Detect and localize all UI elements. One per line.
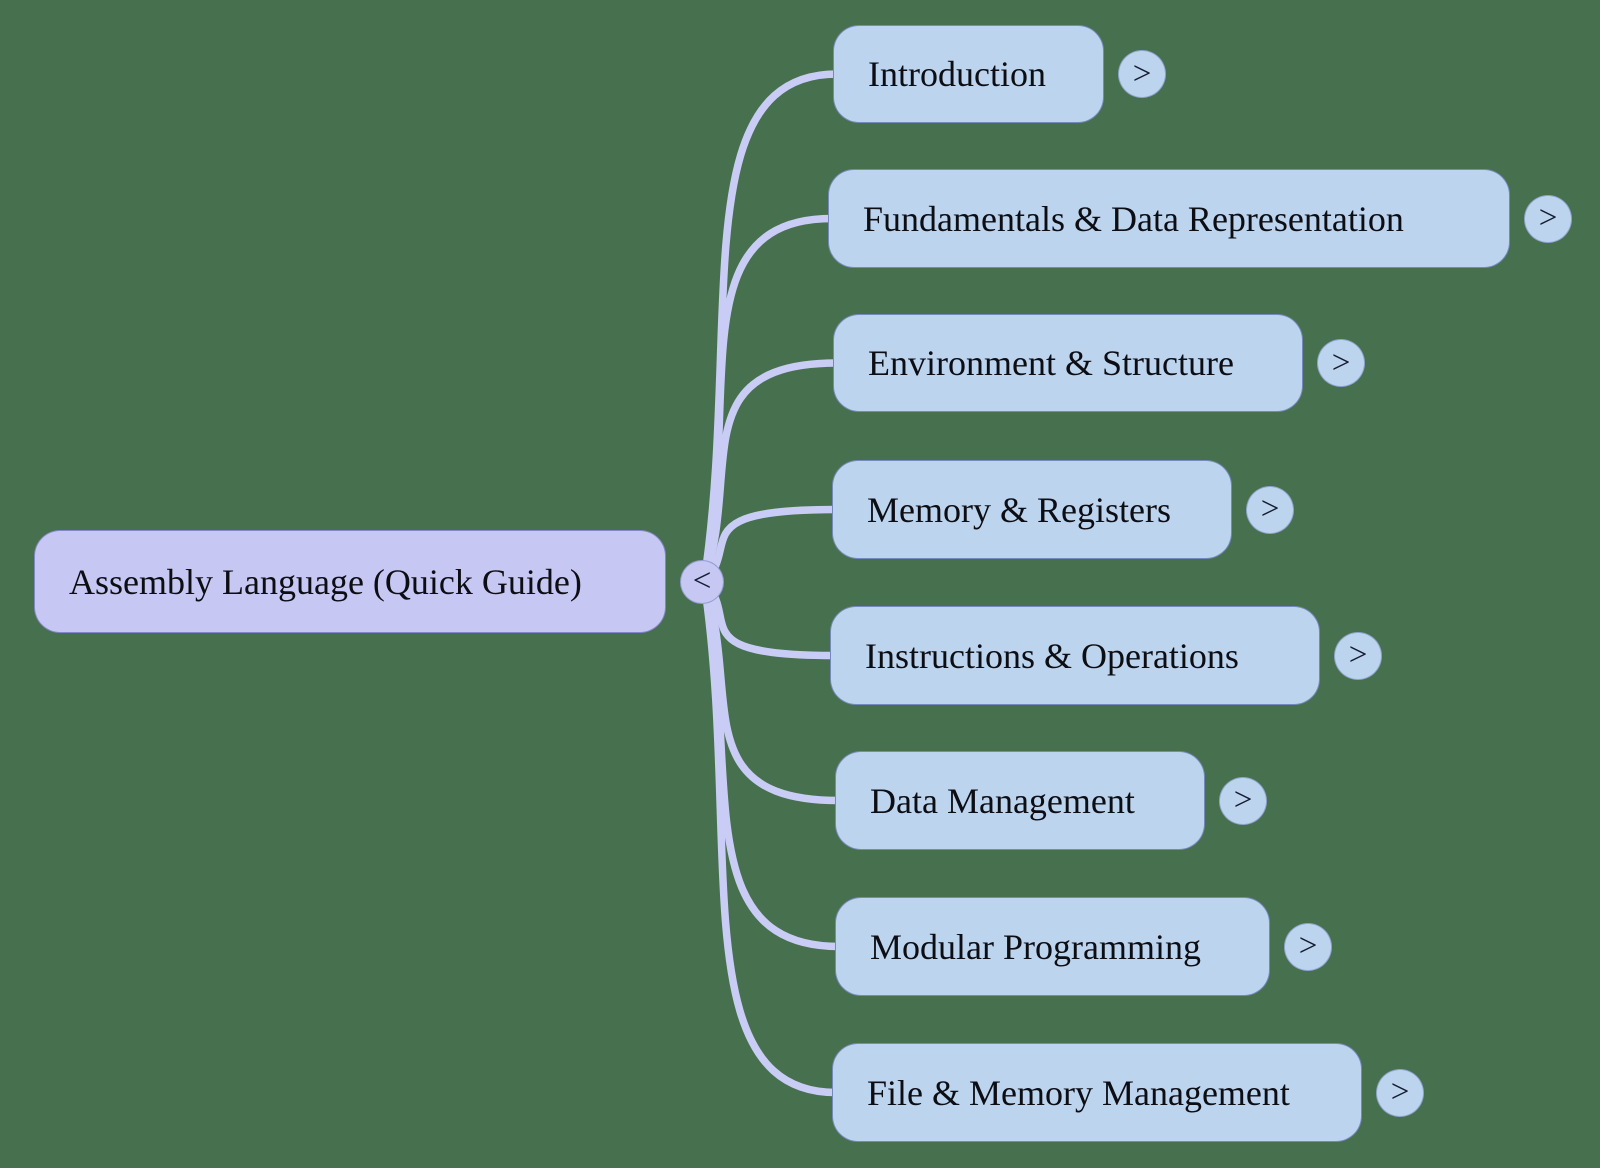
chevron-right-icon: >: [1260, 491, 1280, 527]
mindmap-node-file-memory: File & Memory Management >: [832, 1043, 1424, 1142]
node-label: Data Management: [870, 780, 1135, 821]
node-box[interactable]: Memory & Registers: [832, 460, 1232, 559]
expand-toggle-button[interactable]: >: [1317, 339, 1365, 387]
expand-toggle-button[interactable]: >: [1118, 50, 1166, 98]
mindmap-root-node: Assembly Language (Quick Guide) <: [34, 530, 724, 633]
mindmap-node-instructions: Instructions & Operations >: [830, 606, 1382, 705]
node-label: Memory & Registers: [867, 489, 1171, 530]
expand-toggle-button[interactable]: >: [1376, 1068, 1424, 1117]
expand-toggle-button[interactable]: >: [1334, 631, 1382, 680]
node-box[interactable]: Introduction: [833, 25, 1104, 123]
node-label: Introduction: [868, 54, 1046, 94]
node-box[interactable]: Data Management: [835, 751, 1205, 850]
chevron-right-icon: >: [1348, 637, 1368, 673]
node-box[interactable]: File & Memory Management: [832, 1043, 1362, 1142]
chevron-right-icon: >: [1132, 55, 1152, 92]
root-node-box[interactable]: Assembly Language (Quick Guide): [34, 530, 666, 633]
expand-toggle-button[interactable]: >: [1246, 485, 1294, 534]
mindmap-node-data-management: Data Management >: [835, 751, 1267, 850]
mindmap-node-introduction: Introduction >: [833, 25, 1166, 123]
node-box[interactable]: Modular Programming: [835, 897, 1270, 996]
expand-toggle-button[interactable]: >: [1219, 776, 1267, 825]
node-label: Modular Programming: [870, 926, 1201, 967]
node-label: Instructions & Operations: [865, 635, 1239, 676]
chevron-right-icon: >: [1331, 344, 1351, 381]
root-node-label: Assembly Language (Quick Guide): [69, 561, 582, 602]
chevron-right-icon: >: [1298, 928, 1318, 964]
connector: [700, 578, 840, 1097]
expand-toggle-button[interactable]: >: [1284, 922, 1332, 971]
node-label: Fundamentals & Data Representation: [863, 198, 1404, 239]
mindmap-node-fundamentals: Fundamentals & Data Representation >: [828, 169, 1572, 268]
mindmap-node-memory-registers: Memory & Registers >: [832, 460, 1294, 559]
node-box[interactable]: Instructions & Operations: [830, 606, 1320, 705]
chevron-right-icon: >: [1390, 1074, 1410, 1110]
mindmap-node-environment: Environment & Structure >: [833, 314, 1365, 412]
node-label: Environment & Structure: [868, 343, 1234, 383]
mindmap-node-modular-programming: Modular Programming >: [835, 897, 1332, 996]
chevron-right-icon: >: [1233, 782, 1253, 818]
collapse-toggle-button[interactable]: <: [680, 559, 724, 604]
expand-toggle-button[interactable]: >: [1524, 194, 1572, 243]
connector: [700, 359, 841, 586]
chevron-right-icon: >: [1538, 200, 1558, 236]
node-box[interactable]: Environment & Structure: [833, 314, 1303, 412]
node-label: File & Memory Management: [867, 1072, 1290, 1113]
connector: [700, 214, 836, 586]
node-box[interactable]: Fundamentals & Data Representation: [828, 169, 1510, 268]
chevron-left-icon: <: [692, 563, 712, 599]
